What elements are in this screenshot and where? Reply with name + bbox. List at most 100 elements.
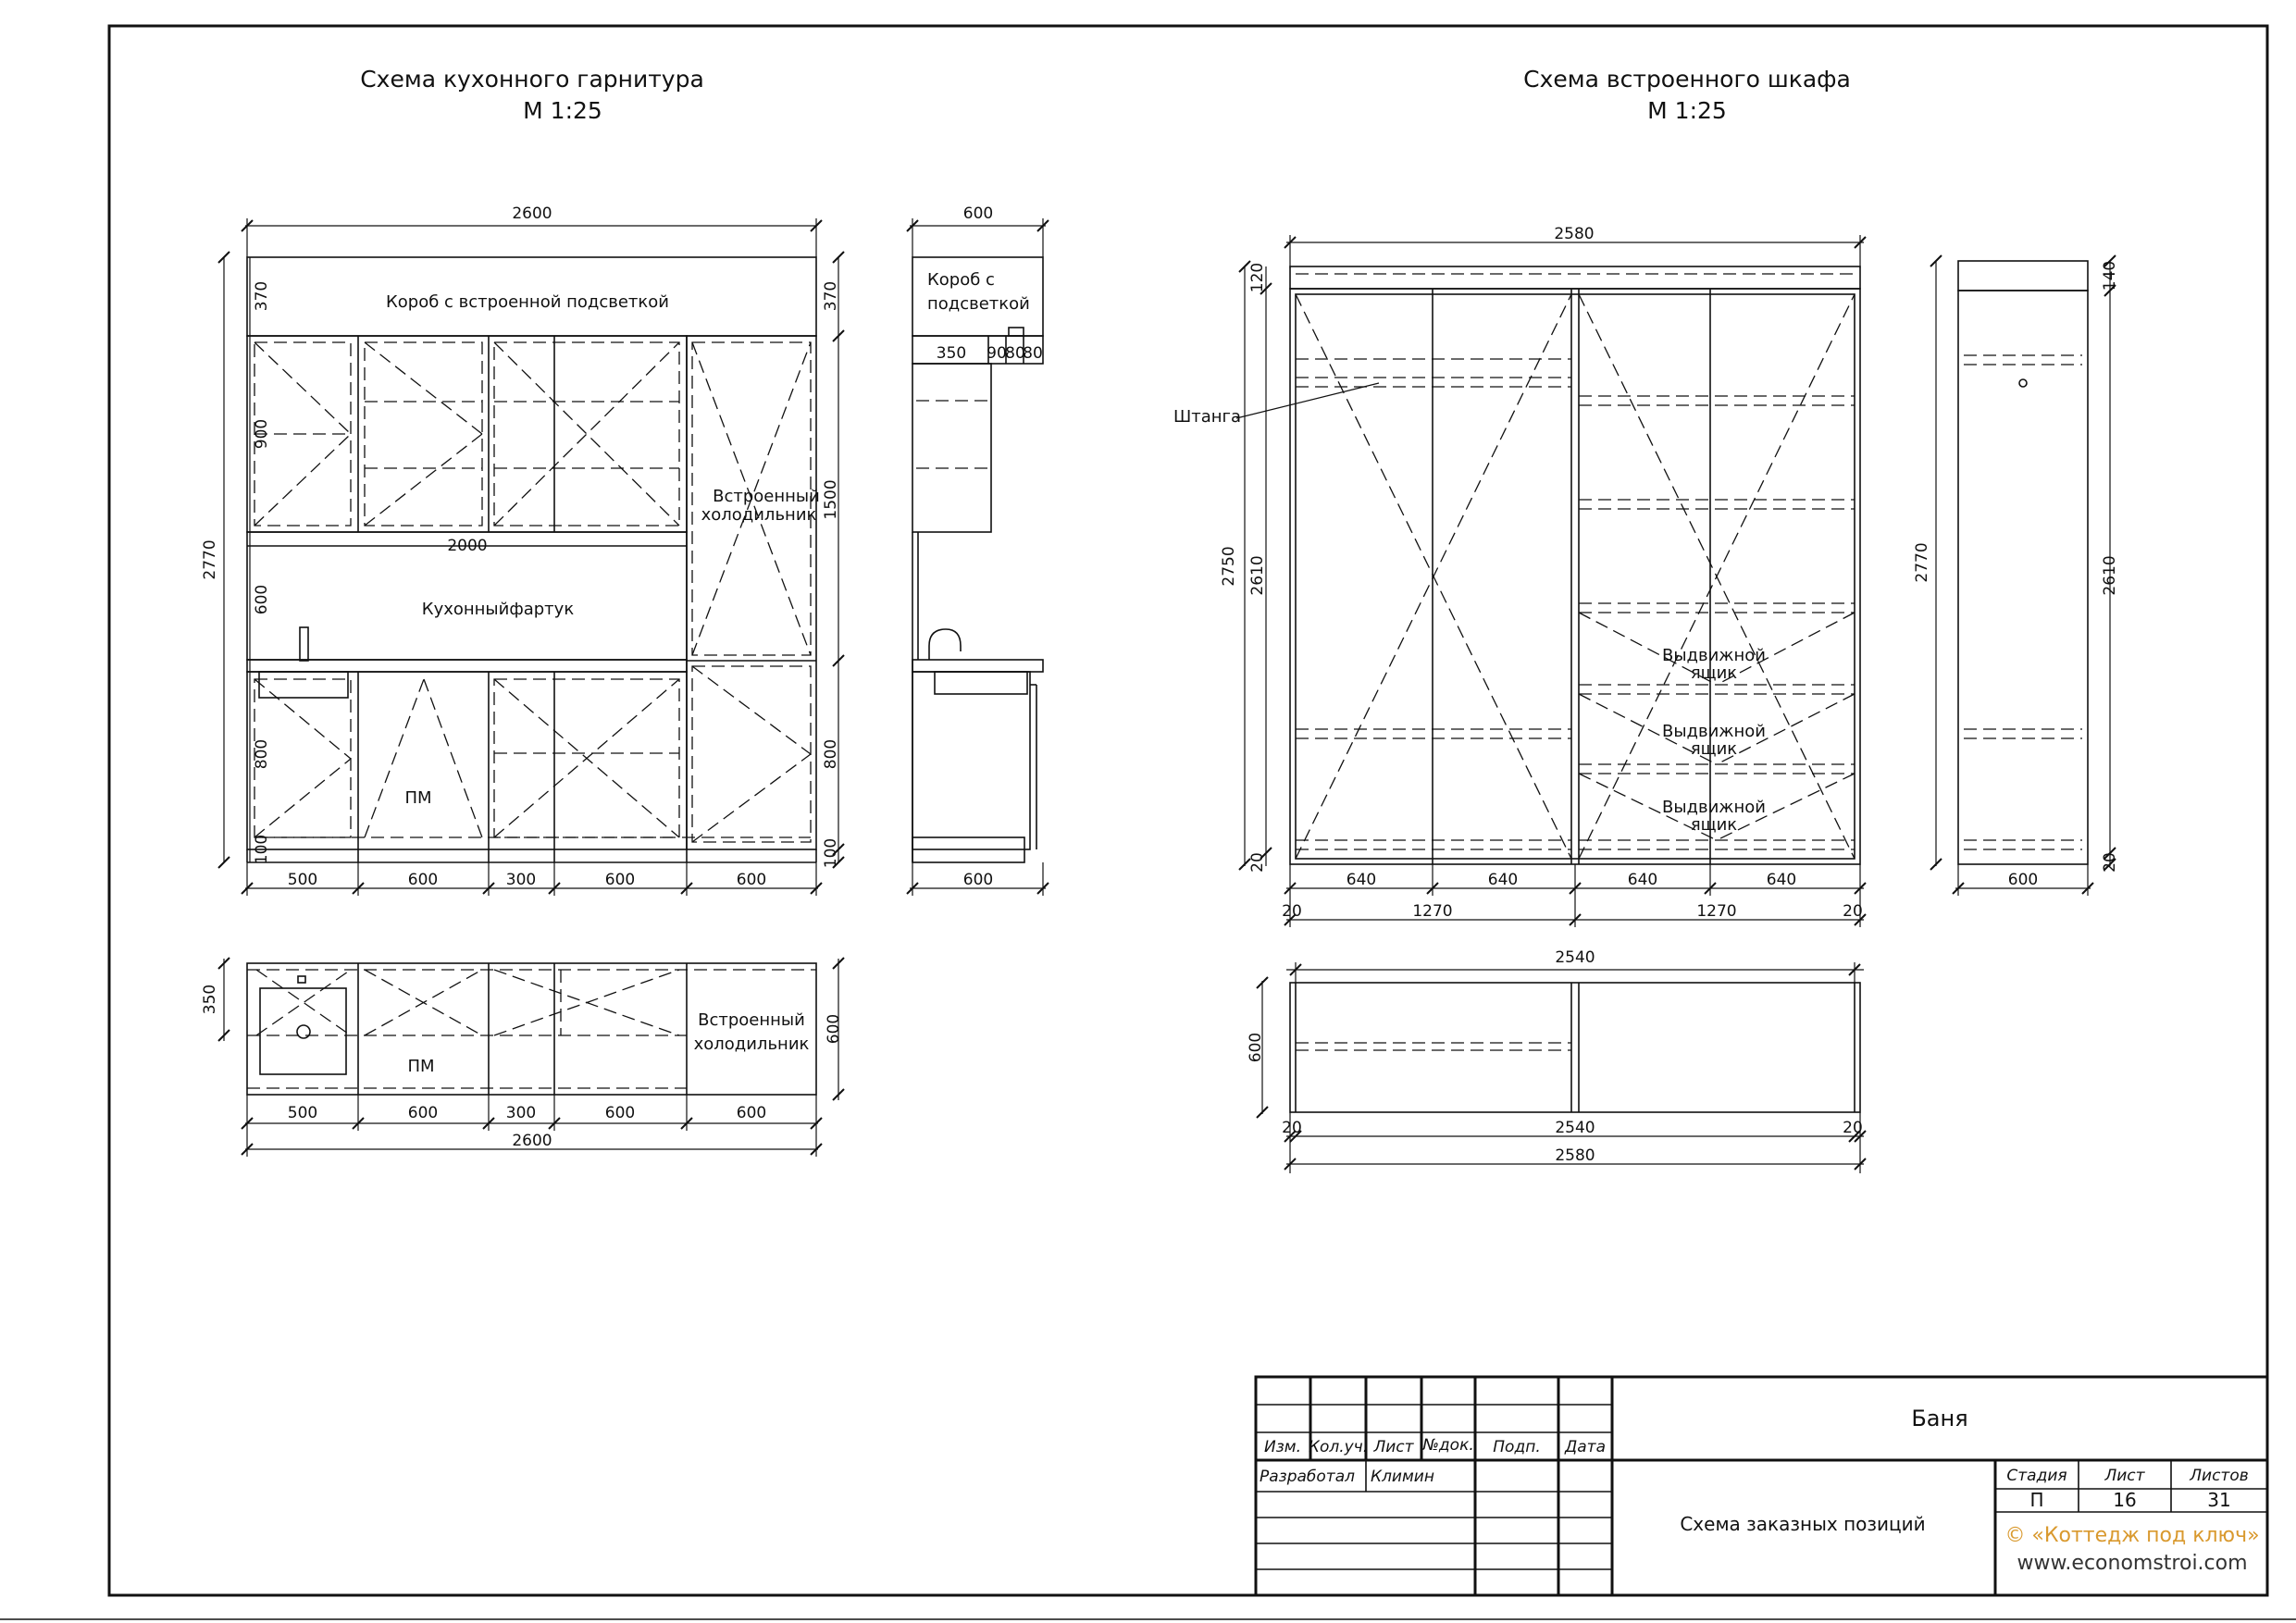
tb-sheet-title: Схема заказных позиций <box>1680 1513 1925 1535</box>
tb-url: www.economstroi.com <box>2017 1552 2247 1575</box>
tb-lists-value: 31 <box>2207 1489 2230 1511</box>
tb-project-name: Баня <box>1911 1406 1967 1431</box>
kitchen-side-dim-80b: 80 <box>1023 344 1043 363</box>
kitchen-dim-total-height: 2770 <box>201 539 219 579</box>
wardrobe-dim-640b: 640 <box>1488 871 1518 889</box>
wardrobe-drawer-1-label-1: Выдвижной <box>1662 646 1766 665</box>
kitchen-plan-dim-total: 2600 <box>512 1132 552 1150</box>
wardrobe-plan-dim-inner: 2540 <box>1555 1119 1595 1137</box>
kitchen-dim-plinth-right: 100 <box>822 838 840 868</box>
tb-col-data: Дата <box>1564 1438 1606 1456</box>
kitchen-dim-b600c: 600 <box>737 871 766 889</box>
tb-lists-label: Листов <box>2189 1467 2249 1485</box>
wardrobe-side-body <box>1957 290 2089 865</box>
wardrobe-dim-total-height: 2750 <box>1220 546 1238 586</box>
tb-col-izm: Изм. <box>1264 1438 1301 1456</box>
wardrobe-plan-dim-20-left: 20 <box>1282 1119 1302 1137</box>
kitchen-side-dim-bottom: 600 <box>963 871 993 889</box>
tb-stage-value: П <box>2029 1489 2043 1511</box>
kitchen-dim-apron-width: 2000 <box>447 537 487 555</box>
wardrobe-dim-640a: 640 <box>1347 871 1376 889</box>
tb-col-doc: №док. <box>1421 1436 1474 1455</box>
kitchen-dim-box-left: 370 <box>253 281 271 311</box>
wardrobe-drawer-3-label-1: Выдвижной <box>1662 798 1766 817</box>
wardrobe-dim-20-right: 20 <box>1843 902 1863 921</box>
tb-razrab-label: Разработал <box>1260 1468 1355 1486</box>
kitchen-dim-apron-height: 600 <box>253 585 271 614</box>
wardrobe-dim-top: 120 <box>1248 263 1267 292</box>
kitchen-plan-dim-500: 500 <box>288 1104 317 1122</box>
wardrobe-dim-base: 20 <box>1248 852 1267 873</box>
kitchen-plan-dim-600c: 600 <box>737 1104 766 1122</box>
kitchen-side-box-label-2: подсветкой <box>927 294 1030 314</box>
kitchen-side-dim-90: 90 <box>987 344 1007 363</box>
wardrobe-dim-640c: 640 <box>1628 871 1657 889</box>
tb-stage-label: Стадия <box>2006 1467 2066 1485</box>
kitchen-plan: ПМ Встроенный холодильник 350 600 500 60… <box>201 957 845 1157</box>
kitchen-dim-b600a: 600 <box>408 871 438 889</box>
wardrobe-side-dim-base: 20 <box>2101 852 2119 873</box>
kitchen-plan-dim-300: 300 <box>506 1104 536 1122</box>
wardrobe-drawer-3-label-2: ящик <box>1691 815 1737 835</box>
tb-brand: © «Коттедж под ключ» <box>2004 1524 2259 1547</box>
wardrobe-drawer-2-label-1: Выдвижной <box>1662 722 1766 741</box>
tb-col-podp: Подп. <box>1493 1438 1540 1456</box>
wardrobe-dim-1270a: 1270 <box>1412 902 1452 921</box>
kitchen-side-view: 600 Короб с подсветкой 350 90 80 80 600 <box>906 204 1049 896</box>
wardrobe-plan-dim-20-right: 20 <box>1843 1119 1863 1137</box>
kitchen-plan-dim-600b: 600 <box>605 1104 635 1122</box>
wardrobe-title: Схема встроенного шкафа <box>1523 66 1851 93</box>
title-block: Изм. Кол.уч. Лист №док. Подп. Дата Разра… <box>1254 1375 2269 1597</box>
kitchen-scale: М 1:25 <box>523 97 602 124</box>
kitchen-dishwasher-label: ПМ <box>404 788 431 808</box>
wardrobe-plan: 2540 600 20 2540 20 2580 <box>1247 948 1867 1173</box>
wardrobe-scale: М 1:25 <box>1647 97 1727 124</box>
wardrobe-side-dim-height: 2770 <box>1913 542 1931 582</box>
wardrobe-drawer-2-label-2: ящик <box>1691 739 1737 759</box>
tb-list-value: 16 <box>2113 1489 2136 1511</box>
wardrobe-dim-inner-height: 2610 <box>1248 555 1267 595</box>
tb-razrab-name: Климин <box>1371 1468 1434 1486</box>
tb-col-kol: Кол.уч. <box>1309 1438 1368 1456</box>
kitchen-dim-fridge-upper: 1500 <box>822 479 840 519</box>
kitchen-side-box-label-1: Короб с <box>927 270 995 290</box>
wardrobe-dim-640d: 640 <box>1767 871 1796 889</box>
wardrobe-rod-label: Штанга <box>1173 407 1241 427</box>
kitchen-light-box-label: Короб с встроенной подсветкой <box>386 292 669 312</box>
kitchen-side-dim-top: 600 <box>963 204 993 223</box>
kitchen-side-dim-80a: 80 <box>1005 344 1025 363</box>
kitchen-elevation: Схема кухонного гарнитура М 1:25 2600 Ко… <box>201 66 845 896</box>
kitchen-dim-lower-right: 800 <box>822 739 840 769</box>
kitchen-fridge-label-1: Встроенный <box>713 487 820 506</box>
sheet-frame <box>107 24 2269 1597</box>
wardrobe-elevation: Схема встроенного шкафа М 1:25 2580 <box>1173 66 1867 927</box>
wardrobe-dim-width-top: 2580 <box>1554 225 1594 243</box>
kitchen-plan-fridge-2: холодильник <box>694 1035 810 1054</box>
kitchen-plan-dim-600: 600 <box>825 1014 843 1044</box>
wardrobe-side-view: 2770 140 2610 20 600 <box>1913 254 2119 896</box>
wardrobe-drawer-1-label-2: ящик <box>1691 663 1737 683</box>
kitchen-dim-lower-left: 800 <box>253 739 271 769</box>
wardrobe-body <box>1289 288 1861 865</box>
kitchen-dim-box-right: 370 <box>822 281 840 311</box>
wardrobe-plan-dim-depth: 600 <box>1247 1033 1265 1062</box>
wardrobe-plan-dim-top: 2540 <box>1555 948 1595 967</box>
tb-list-label: Лист <box>2104 1467 2145 1485</box>
kitchen-plan-fridge-1: Встроенный <box>698 1010 805 1030</box>
tb-col-list: Лист <box>1372 1438 1414 1456</box>
wardrobe-plan-dim-total: 2580 <box>1555 1146 1595 1165</box>
kitchen-plan-dim-600a: 600 <box>408 1104 438 1122</box>
kitchen-side-dim-350: 350 <box>937 344 966 363</box>
kitchen-dim-b500: 500 <box>288 871 317 889</box>
kitchen-title: Схема кухонного гарнитура <box>360 66 704 93</box>
kitchen-dim-b600b: 600 <box>605 871 635 889</box>
kitchen-dim-b300: 300 <box>506 871 536 889</box>
kitchen-fridge <box>686 335 817 850</box>
kitchen-plan-dim-350: 350 <box>201 985 219 1014</box>
wardrobe-side-dim-width: 600 <box>2008 871 2038 889</box>
wardrobe-side-dim-inner: 2610 <box>2101 555 2119 595</box>
wardrobe-dim-20-left: 20 <box>1282 902 1302 921</box>
kitchen-apron-label: Кухонныйфартук <box>422 600 575 619</box>
wardrobe-dim-1270b: 1270 <box>1696 902 1736 921</box>
